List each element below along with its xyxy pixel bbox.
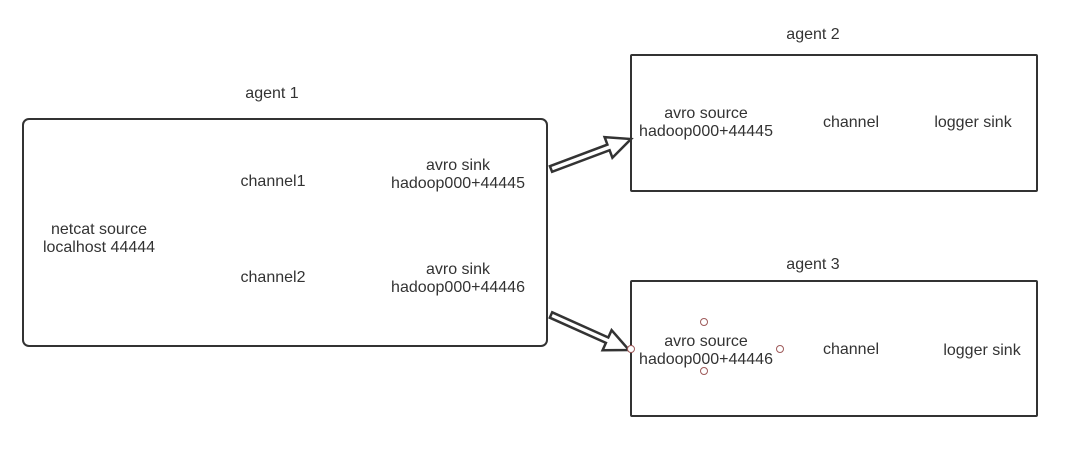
agent2-logger-sink-label: logger sink	[934, 114, 1012, 131]
channel1-label: channel1	[240, 173, 306, 190]
agent2-avro-source-line2: hadoop000+44445	[639, 123, 773, 140]
arrow-agent1-to-agent2-icon	[548, 135, 634, 174]
channel2-label: channel2	[240, 269, 306, 286]
connection-handle-right-icon[interactable]	[776, 345, 784, 353]
agent2-title: agent 2	[786, 26, 840, 43]
agent3-title: agent 3	[786, 256, 840, 273]
avro-sink1-line2: hadoop000+44445	[391, 175, 525, 192]
agent3-avro-source-label: avro source hadoop000+44446	[639, 333, 773, 369]
agent2-avro-source-line1: avro source	[664, 105, 748, 122]
netcat-source-line2: localhost 44444	[42, 239, 156, 256]
agent2-avro-source-label: avro source hadoop000+44445	[639, 105, 773, 141]
avro-sink1-label: avro sink hadoop000+44445	[391, 157, 525, 193]
avro-sink2-label: avro sink hadoop000+44446	[391, 261, 525, 297]
avro-sink2-line2: hadoop000+44446	[391, 279, 525, 296]
agent1-title: agent 1	[245, 85, 299, 102]
netcat-source-line1: netcat source	[50, 221, 148, 238]
agent3-logger-sink-label: logger sink	[943, 342, 1021, 359]
netcat-source-label: netcat source localhost 44444	[43, 221, 155, 257]
agent1-box	[22, 118, 548, 347]
agent3-avro-source-line1: avro source	[664, 333, 748, 350]
connection-handle-left-icon[interactable]	[627, 345, 635, 353]
agent3-channel-label: channel	[822, 341, 880, 358]
connection-handle-top-icon[interactable]	[700, 318, 708, 326]
avro-sink2-line1: avro sink	[425, 261, 491, 278]
agent2-channel-label: channel	[822, 114, 880, 131]
agent3-avro-source-line2: hadoop000+44446	[639, 351, 773, 368]
agent2-box	[630, 54, 1038, 192]
arrow-agent1-to-agent3-icon	[548, 310, 632, 352]
avro-sink1-line1: avro sink	[425, 157, 491, 174]
connection-handle-bottom-icon[interactable]	[700, 367, 708, 375]
